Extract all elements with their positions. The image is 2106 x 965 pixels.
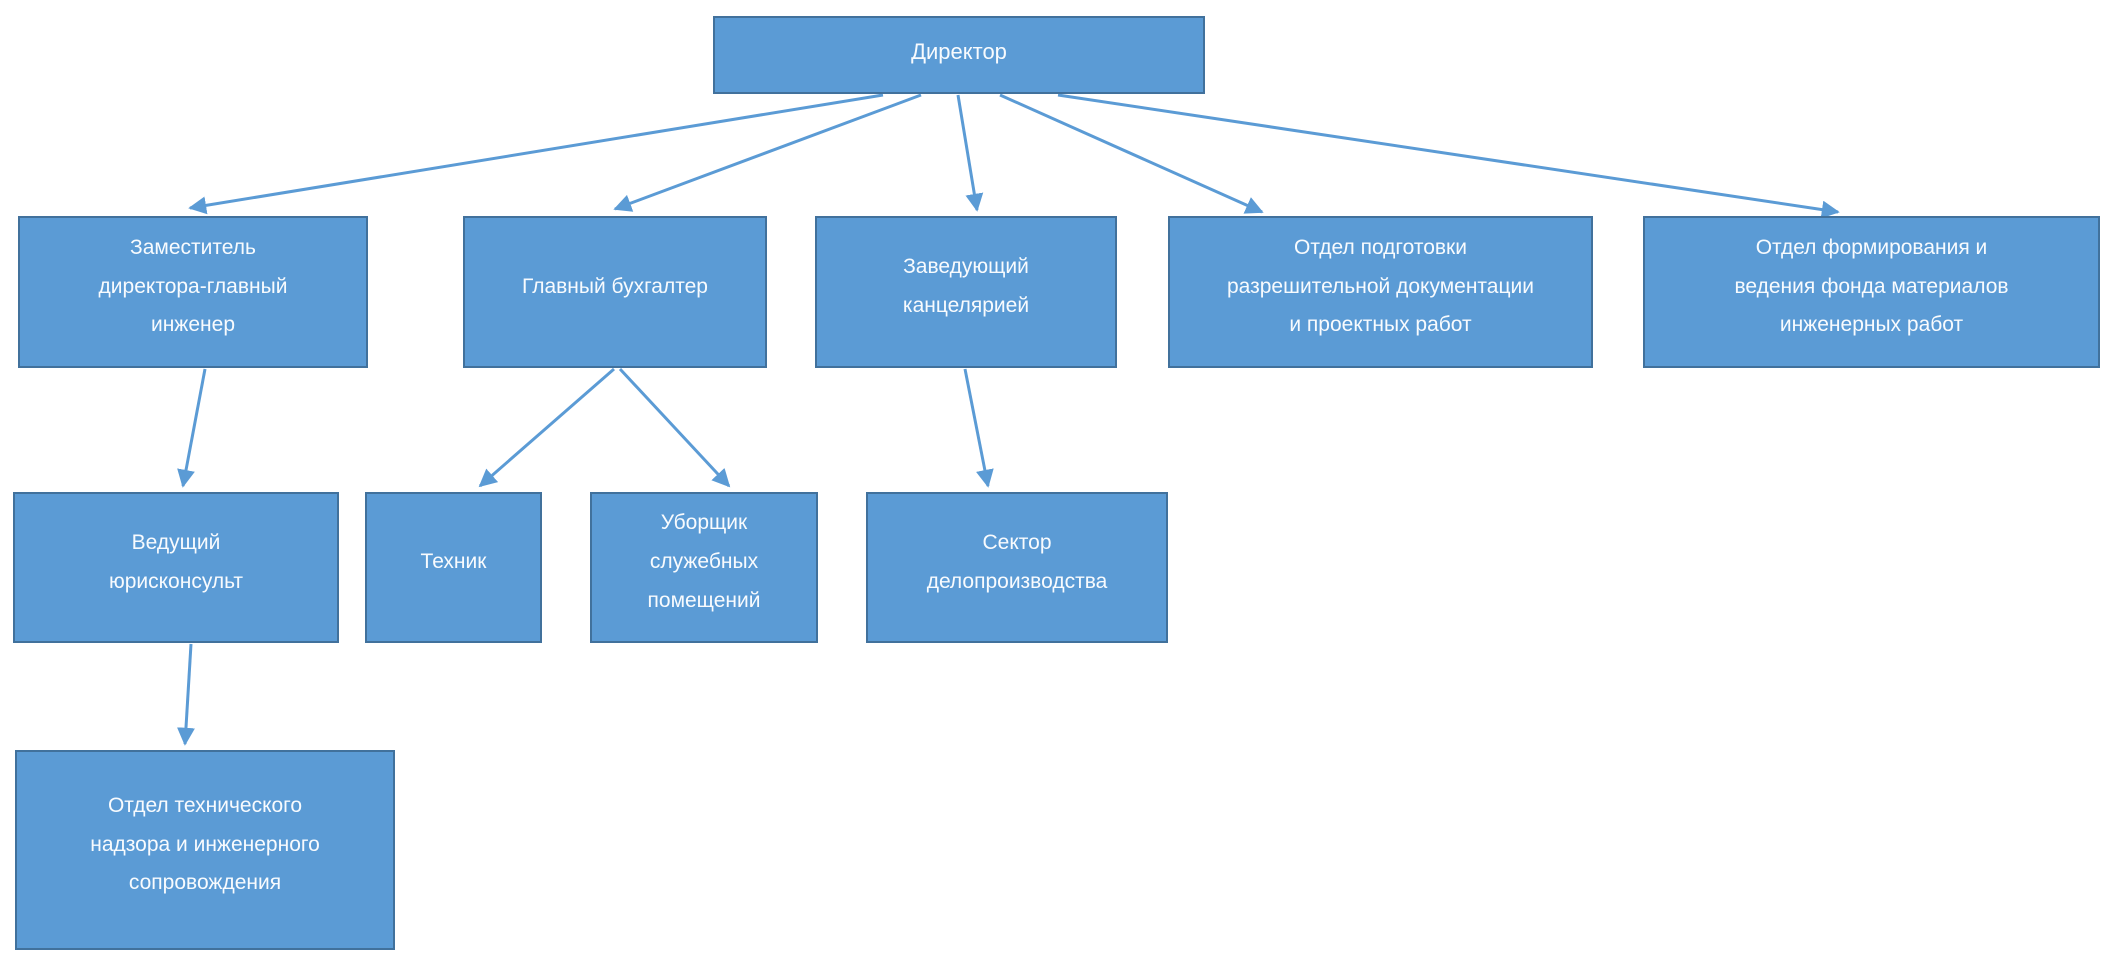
- edge-deputy-chief-engineer-to-lead-legal-counsel: [177, 368, 207, 488]
- node-chief-accountant: Главный бухгалтер: [463, 216, 767, 368]
- node-office-head: Заведующий канцелярией: [815, 216, 1117, 368]
- node-technician: Техник: [365, 492, 542, 643]
- edge-director-to-permit-docs-dept: [999, 93, 1264, 214]
- edge-director-to-office-head: [956, 94, 984, 212]
- edge-chief-accountant-to-cleaner: [618, 367, 731, 488]
- edge-director-to-chief-accountant: [613, 93, 922, 212]
- edge-director-to-deputy-chief-engineer: [188, 93, 884, 215]
- node-permit-docs-dept: Отдел подготовки разрешительной документ…: [1168, 216, 1593, 368]
- node-deputy-chief-engineer: Заместитель директора-главный инженер: [18, 216, 368, 368]
- node-lead-legal-counsel: Ведущий юрисконсульт: [13, 492, 339, 643]
- edge-lead-legal-counsel-to-tech-supervision-dept: [176, 643, 195, 746]
- node-cleaner: Уборщик служебных помещений: [590, 492, 818, 643]
- edge-chief-accountant-to-technician: [478, 367, 615, 488]
- node-director: Директор: [713, 16, 1205, 94]
- node-tech-supervision-dept: Отдел технического надзора и инженерного…: [15, 750, 395, 950]
- edge-director-to-materials-fund-dept: [1057, 93, 1840, 219]
- node-materials-fund-dept: Отдел формирования и ведения фонда матер…: [1643, 216, 2100, 368]
- edge-office-head-to-records-sector: [963, 368, 994, 488]
- node-records-sector: Сектор делопроизводства: [866, 492, 1168, 643]
